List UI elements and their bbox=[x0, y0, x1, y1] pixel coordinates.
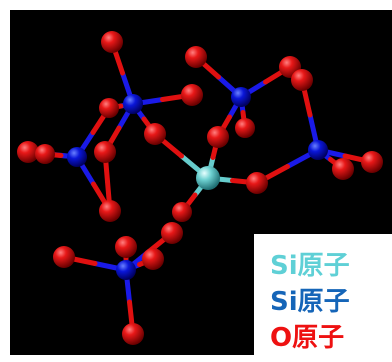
o-atom-o19 bbox=[115, 236, 137, 258]
o-atom-o7 bbox=[17, 141, 39, 163]
o-atom-o8 bbox=[35, 144, 55, 164]
si-atom-s4 bbox=[308, 140, 328, 160]
si-atom-s5 bbox=[116, 260, 136, 280]
o-atom-o9 bbox=[99, 200, 121, 222]
o-atom-o10 bbox=[207, 126, 229, 148]
o-atom-o6 bbox=[94, 141, 116, 163]
o-atom-o11 bbox=[235, 118, 255, 138]
center-si-atom-c bbox=[196, 166, 220, 190]
o-atom-o15 bbox=[332, 158, 354, 180]
o-atom-o22 bbox=[122, 323, 144, 345]
legend-si: Si原子 bbox=[270, 287, 350, 317]
o-atom-o5 bbox=[144, 123, 166, 145]
molecule-render bbox=[10, 10, 392, 355]
atoms-group bbox=[17, 31, 383, 345]
si-atom-s1 bbox=[123, 94, 143, 114]
o-atom-o21 bbox=[142, 248, 164, 270]
o-atom-o13 bbox=[291, 69, 313, 91]
legend-o: O原子 bbox=[270, 323, 345, 353]
o-atom-o1 bbox=[101, 31, 123, 53]
o-atom-o2 bbox=[185, 46, 207, 68]
si-atom-s2 bbox=[231, 87, 251, 107]
cropped-caption-strip bbox=[0, 0, 392, 10]
o-atom-o18 bbox=[161, 222, 183, 244]
si-atom-s3 bbox=[67, 147, 87, 167]
o-atom-o16 bbox=[361, 151, 383, 173]
o-atom-o14 bbox=[246, 172, 268, 194]
o-atom-o4 bbox=[181, 84, 203, 106]
o-atom-o20 bbox=[53, 246, 75, 268]
o-atom-o17 bbox=[172, 202, 192, 222]
legend-center-si: Si原子 bbox=[270, 251, 350, 281]
molecule-svg bbox=[17, 31, 383, 345]
atom-legend: Si原子 Si原子 O原子 bbox=[254, 234, 392, 362]
o-atom-o3 bbox=[99, 98, 119, 118]
